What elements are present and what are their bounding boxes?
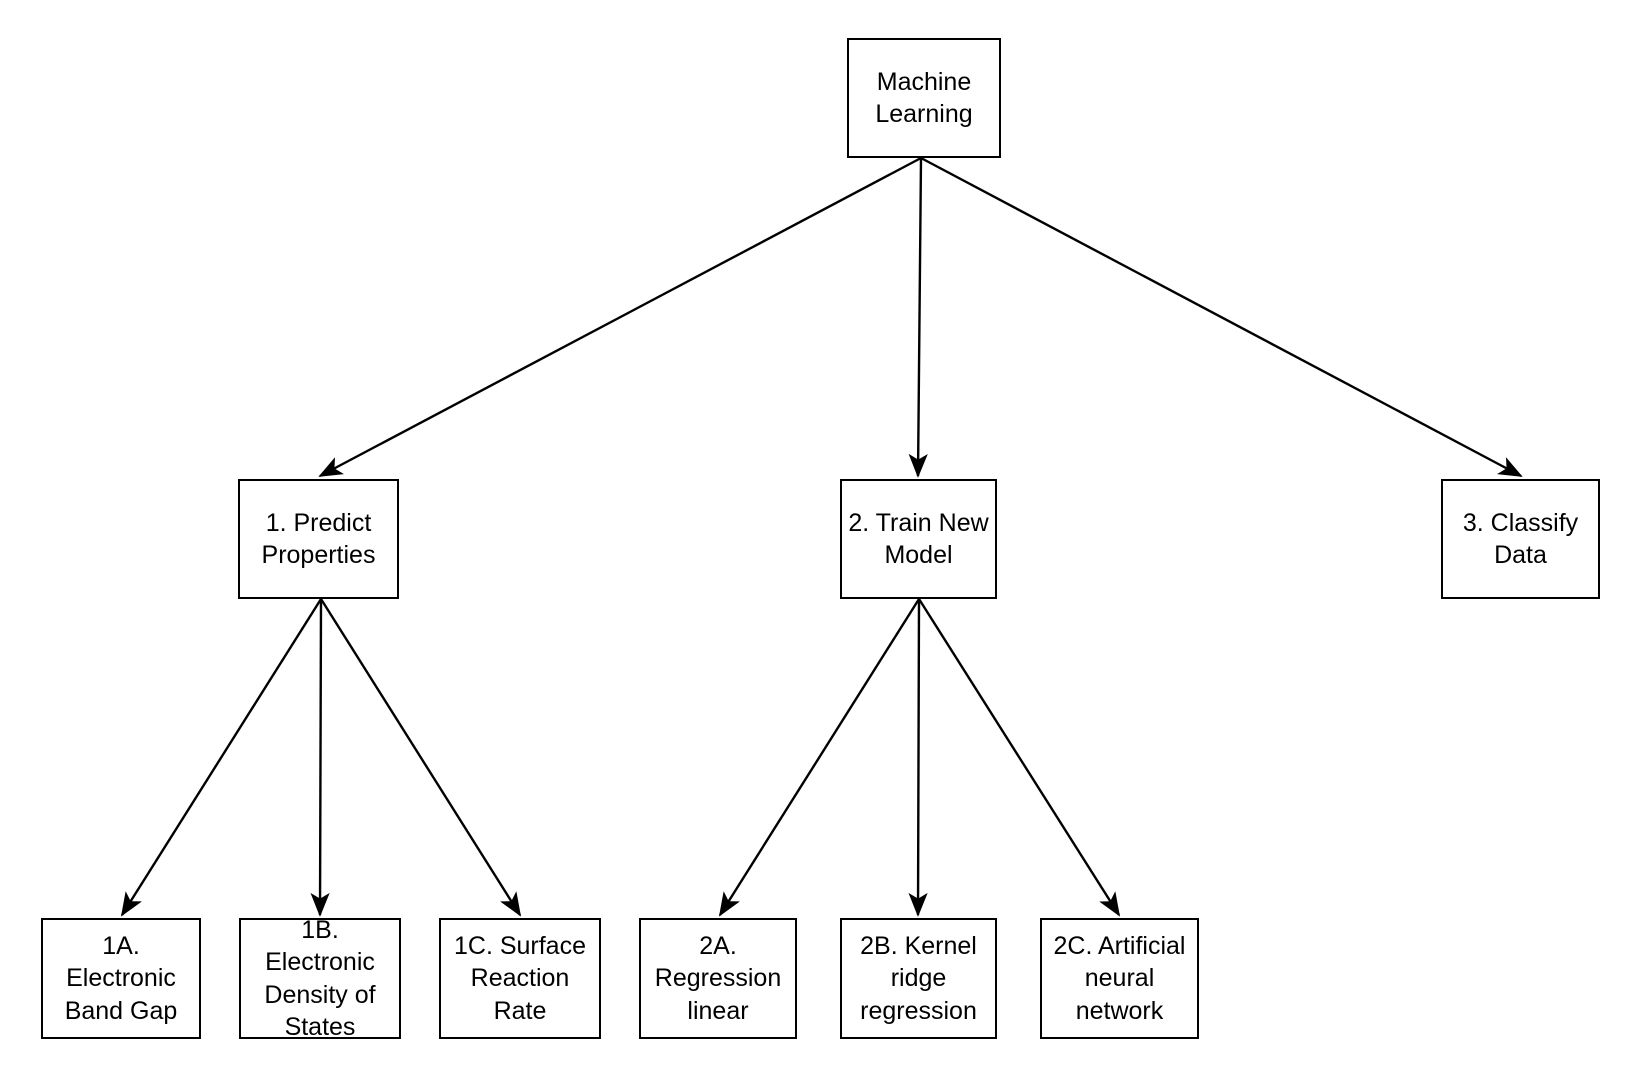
node-electronic-band-gap-label: 1A. Electronic Band Gap	[64, 931, 178, 1025]
edge-n1-to-n1b	[310, 598, 330, 917]
node-electronic-band-gap[interactable]: 1A. Electronic Band Gap	[41, 918, 201, 1039]
node-kernel-ridge-regression-label: 2B. Kernel ridge regression	[860, 931, 977, 1025]
node-predict-properties[interactable]: 1. Predict Properties	[238, 479, 399, 599]
node-train-new-model-label: 2. Train New Model	[848, 508, 989, 570]
edge-root-to-n2	[908, 157, 928, 478]
edge-n2-to-n2c	[917, 598, 1121, 917]
edge-n2-to-n2b	[908, 598, 928, 917]
node-regression-linear[interactable]: 2A. Regression linear	[639, 918, 797, 1039]
node-electronic-density-of-states-label: 1B. Electronic Density of States	[264, 915, 376, 1042]
node-artificial-neural-network-label: 2C. Artificial neural network	[1053, 931, 1186, 1025]
node-electronic-density-of-states[interactable]: 1B. Electronic Density of States	[239, 916, 401, 1041]
node-regression-linear-label: 2A. Regression linear	[654, 931, 782, 1025]
edge-n2-to-n2a	[718, 598, 921, 917]
node-train-new-model[interactable]: 2. Train New Model	[840, 479, 997, 599]
node-surface-reaction-rate-label: 1C. Surface Reaction Rate	[453, 931, 586, 1025]
node-predict-properties-label: 1. Predict Properties	[261, 508, 376, 570]
edge-n1-to-n1c	[319, 598, 522, 917]
node-surface-reaction-rate[interactable]: 1C. Surface Reaction Rate	[439, 918, 601, 1039]
node-classify-data[interactable]: 3. Classify Data	[1441, 479, 1600, 599]
node-artificial-neural-network[interactable]: 2C. Artificial neural network	[1040, 918, 1199, 1039]
node-root-label: Machine Learning	[875, 67, 973, 129]
node-root[interactable]: Machine Learning	[847, 38, 1001, 158]
node-classify-data-label: 3. Classify Data	[1462, 508, 1579, 570]
edge-root-to-n1	[318, 156, 922, 478]
node-kernel-ridge-regression[interactable]: 2B. Kernel ridge regression	[840, 918, 997, 1039]
edge-n1-to-n1a	[120, 598, 323, 917]
edge-root-to-n3	[920, 156, 1523, 478]
